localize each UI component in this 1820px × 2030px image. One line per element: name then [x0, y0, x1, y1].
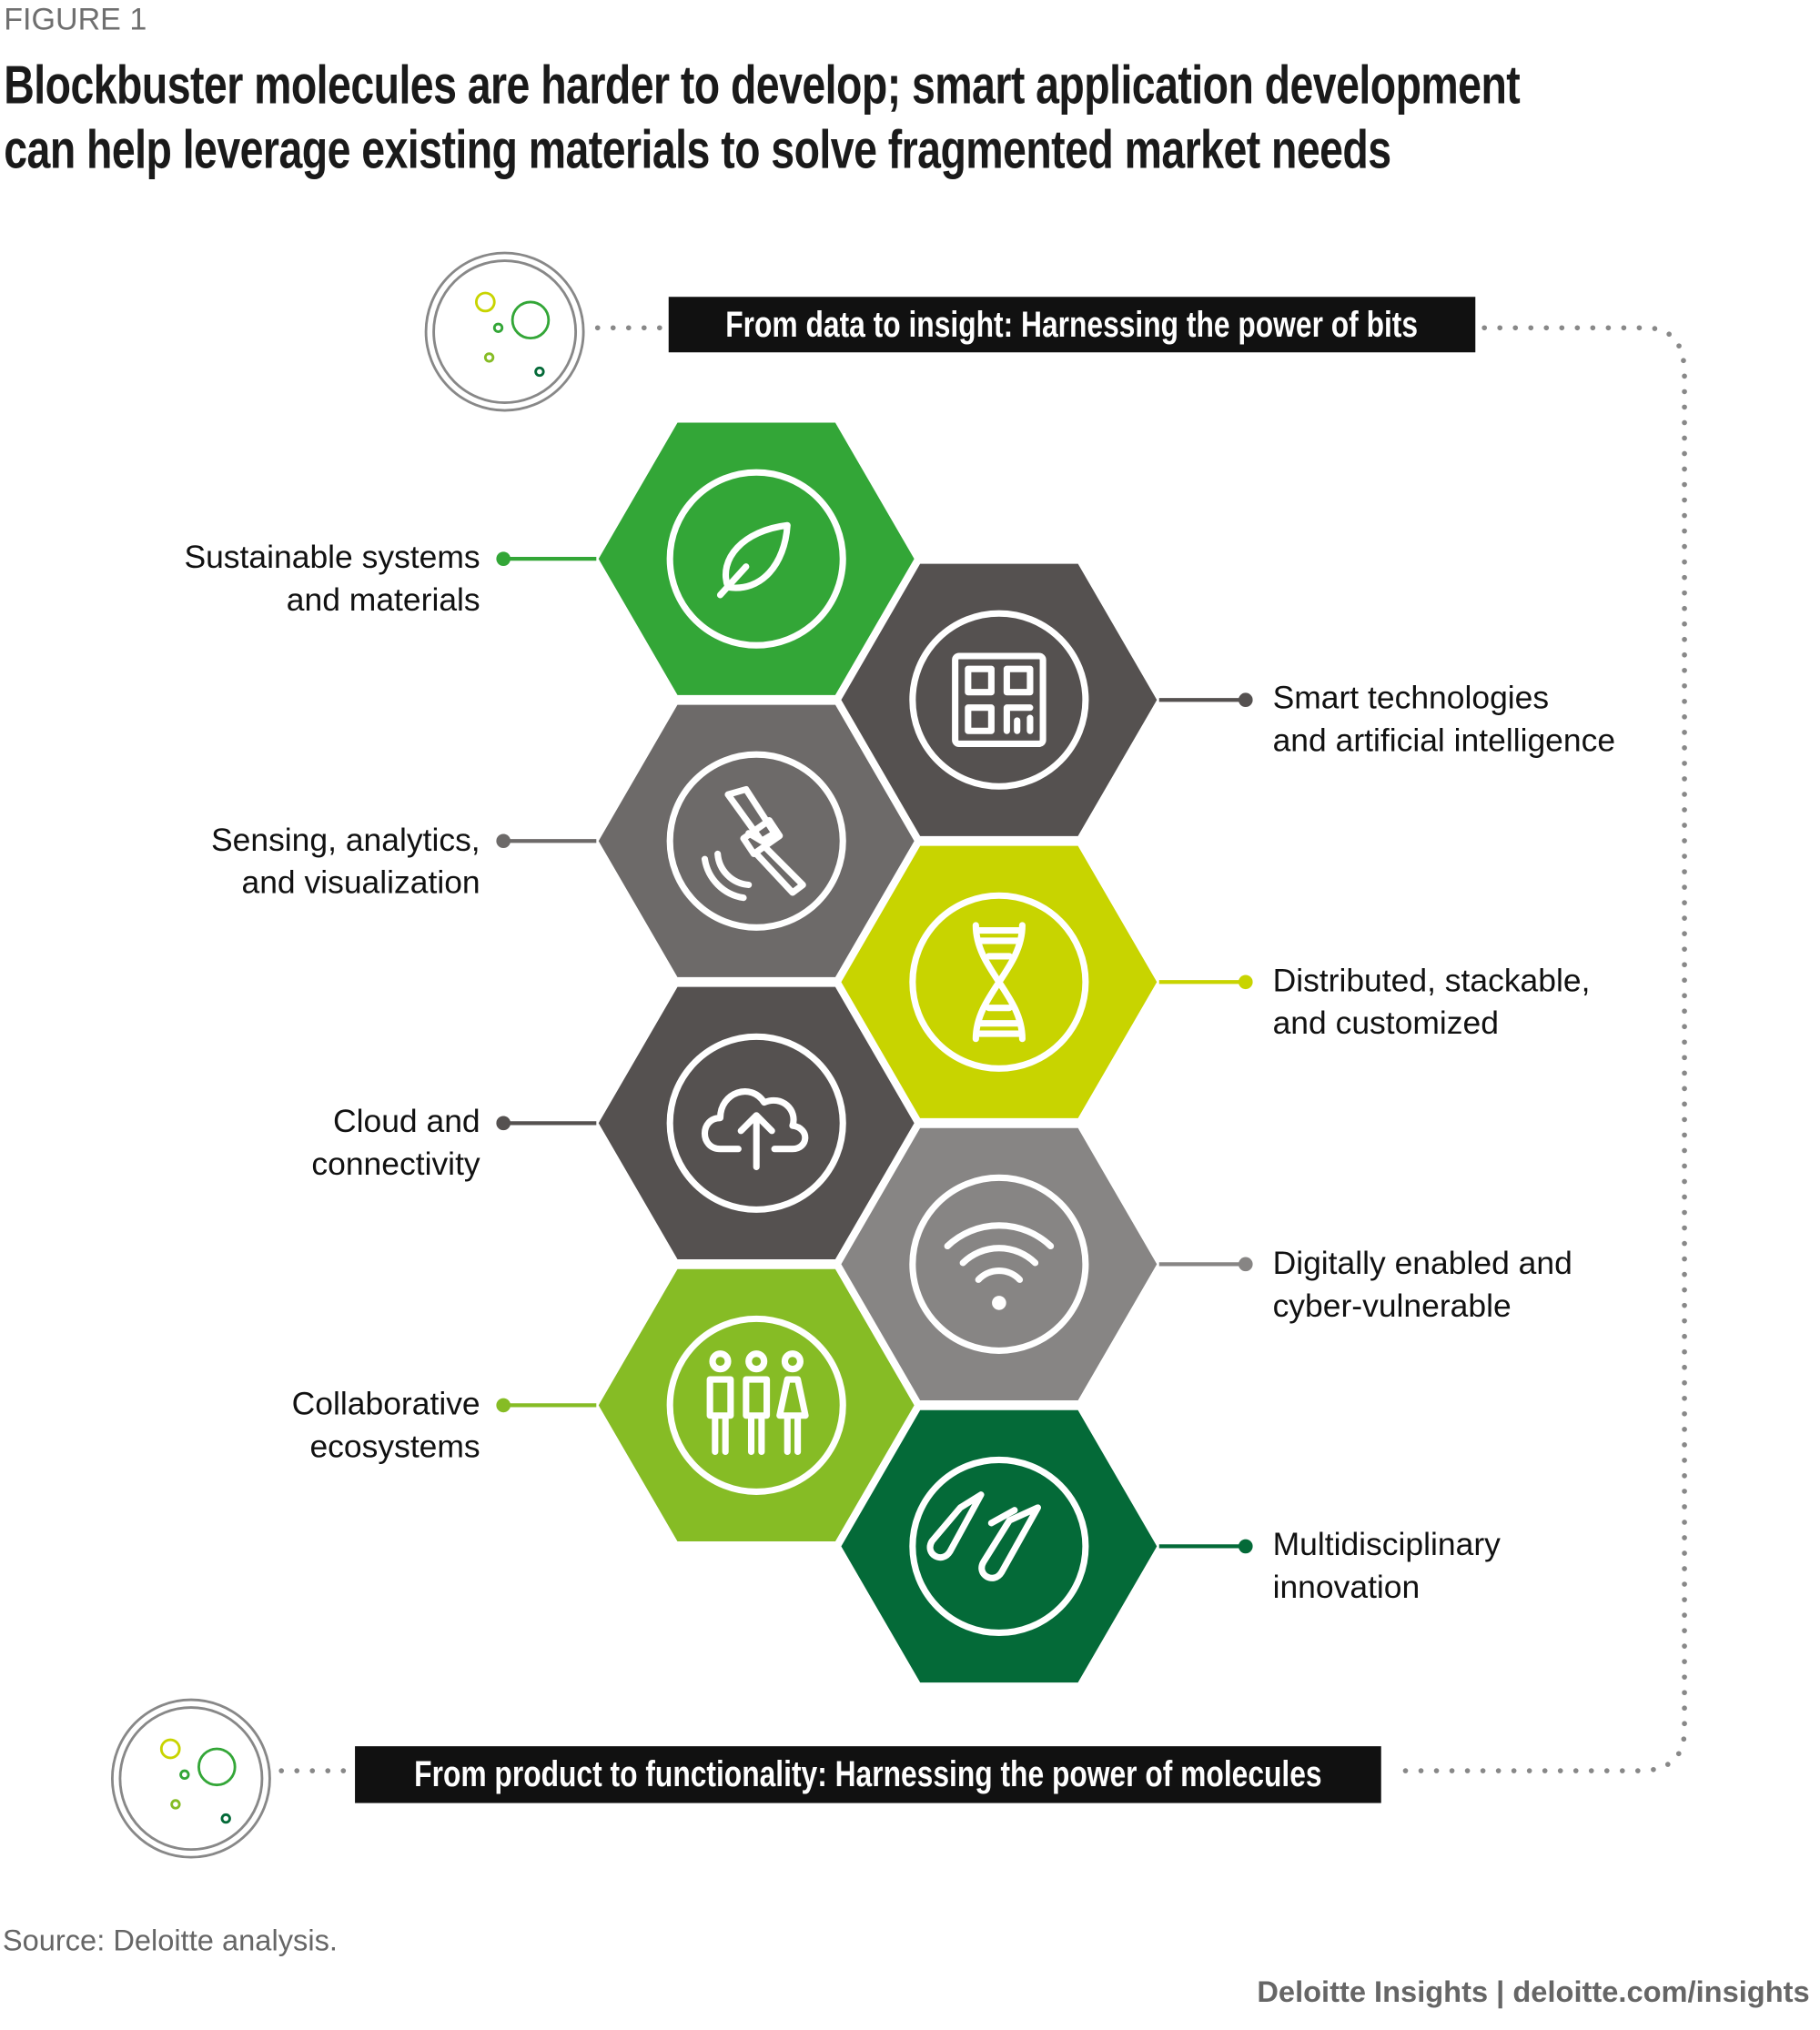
icon-ring [666, 751, 846, 931]
banner-text: From product to functionality: Harnessin… [414, 1753, 1322, 1794]
figure-title-line-1: Blockbuster molecules are harder to deve… [4, 54, 1521, 116]
icon-ring [666, 1033, 846, 1213]
item-label-line: innovation [1272, 1569, 1421, 1606]
icon-ring [909, 610, 1089, 790]
connector-dot [496, 551, 511, 566]
petri-dish-icon [110, 1698, 271, 1859]
banner-text: From data to insight: Harnessing the pow… [725, 304, 1419, 345]
connector-dot [1238, 1539, 1253, 1554]
connector-dot [496, 1398, 511, 1413]
connector-dot [496, 1116, 511, 1131]
item-label: Sensing, analytics, and visualization [211, 819, 480, 904]
item-label-line: Cloud and [332, 1104, 480, 1140]
item-label-line: Digitally enabled and [1272, 1245, 1572, 1281]
connector-dot [1238, 1257, 1253, 1272]
icon-ring [909, 1456, 1089, 1637]
item-label-line: connectivity [311, 1146, 480, 1183]
item-label-line: and visualization [241, 864, 480, 901]
item-label-line: Distributed, stackable, [1272, 963, 1591, 999]
connector-dot [1238, 975, 1253, 990]
wifi-icon [944, 1222, 1055, 1310]
source-note: Source: Deloitte analysis. [2, 1923, 338, 1957]
cloud-upload-icon [702, 1088, 809, 1171]
hexagon-7 [593, 1265, 919, 1546]
icon-ring [666, 469, 846, 649]
item-label-line: Multidisciplinary [1272, 1527, 1501, 1563]
connector-dot [1238, 692, 1253, 708]
item-label-line: Smart technologies [1272, 680, 1550, 717]
test-tubes-icon [926, 1491, 1041, 1581]
chip-icon [952, 652, 1046, 747]
figure-label: FIGURE 1 [4, 2, 147, 38]
item-label-line: ecosystems [309, 1428, 480, 1465]
item-label-line: cyber-vulnerable [1272, 1287, 1512, 1324]
item-label: Cloud and connectivity [311, 1101, 480, 1187]
dna-icon [972, 922, 1026, 1043]
banner-product-to-functionality: From product to functionality: Harnessin… [355, 1746, 1381, 1803]
item-label: Distributed, stackable, and customized [1273, 960, 1591, 1045]
petri-dish-icon [424, 251, 585, 412]
item-label-line: and customized [1272, 1005, 1499, 1042]
icon-ring [666, 1315, 846, 1495]
item-label: Smart technologies and artificial intelli… [1273, 678, 1616, 763]
banner-data-to-insight: From data to insight: Harnessing the pow… [668, 297, 1476, 353]
item-label-line: Collaborative [291, 1386, 480, 1422]
item-label: Digitally enabled and cyber-vulnerable [1273, 1242, 1572, 1328]
icon-ring [909, 892, 1089, 1072]
footer-credit: Deloitte Insights | deloitte.com/insight… [1257, 1974, 1810, 2009]
item-label: Multidisciplinary innovation [1273, 1524, 1501, 1610]
item-label-line: and materials [286, 581, 480, 619]
figure-title-line-2: can help leverage existing materials to … [4, 118, 1391, 180]
item-label: Sustainable systems and materials [184, 537, 480, 622]
item-label: Collaborative ecosystems [292, 1383, 480, 1469]
item-label-line: Sustainable systems [184, 539, 480, 576]
item-label-line: Sensing, analytics, [210, 821, 480, 858]
satellite-icon [701, 785, 806, 902]
connector-dot [496, 833, 511, 849]
leaf-icon [716, 521, 791, 599]
item-label-line: and artificial intelligence [1272, 722, 1616, 760]
icon-ring [909, 1174, 1089, 1354]
people-icon [706, 1350, 809, 1456]
hexagon-1 [593, 419, 919, 700]
